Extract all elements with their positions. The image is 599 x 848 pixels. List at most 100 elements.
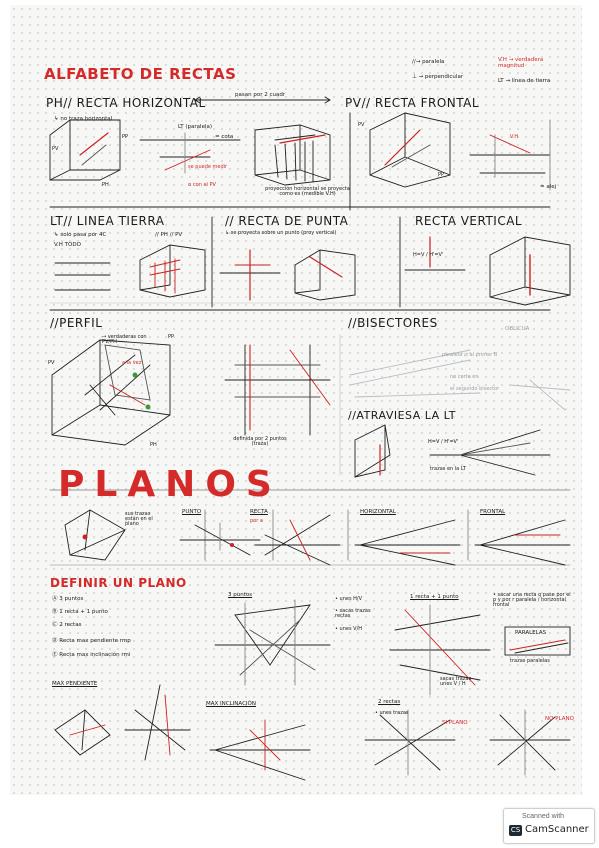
trace-line [214,749,306,781]
heading-text: RECTA HORIZONTAL [76,96,206,110]
bisector-line [349,349,471,376]
bisector-line [354,392,481,398]
heading-text: RECTA FRONTAL [374,96,480,110]
red-line [309,256,343,278]
note-alej: = alej [540,184,557,190]
scanner-brand-text: CamScanner [525,824,589,835]
plane-sketch [54,709,111,756]
trace-line [479,519,566,546]
trace-line [374,719,451,766]
bisector-line [529,379,566,411]
title-definir: DEFINIR UN PLANO [50,576,187,590]
note-proyeccion: proyección horizontal se proyecta como e… [265,186,350,197]
note-ph-pv: // PH // PV [155,232,183,238]
note-oblicua: OBLICUA [505,326,530,332]
label-pv: PV [52,146,59,152]
title-planos: PLANOS [58,464,282,505]
box-vertical [489,236,571,306]
heading-linea-tierra: LT// LINEA TIERRA [50,214,165,228]
red-line [164,694,171,756]
heading-text: RECTA DE PUNTA [238,214,349,228]
definir-item-c: Ⓒ 2 rectas [52,622,82,628]
plane-type-frontal: FRONTAL [480,509,506,515]
definir-item-a: Ⓐ 3 puntos [52,596,84,602]
note-definida: definida por 2 puntos (traza) [233,436,287,447]
camscanner-logo-icon: CS [509,825,522,836]
plane-type-horizontal: HORIZONTAL [360,509,396,515]
trace-line [194,524,251,556]
label-pp: PP [122,134,129,140]
note-lt-paralela: LT (paralela) [178,124,213,130]
legend-paralela: //→ paralela [412,59,445,65]
triangle [234,604,311,666]
red-line [279,134,326,144]
note-si-plano: SI PLANO [442,720,468,726]
line-r-proj [81,144,107,166]
trace-line [359,544,456,566]
note-paralela-b: paralela ⇄ al primer B [442,352,498,358]
note-solo-pasa: ↳ solo pasa por 4C [54,232,107,238]
red-line [109,384,146,406]
heading-recta-punta: // RECTA DE PUNTA [225,214,349,228]
red-line [249,729,281,761]
plane-type-recta: RECTA [250,509,268,515]
paralelas-box [504,626,571,656]
proj-line [459,429,541,456]
proj-line [459,454,536,476]
trace-line [359,519,456,546]
r-prime-red [164,149,211,171]
heading-text: LINEA TIERRA [76,214,165,228]
red-line [289,349,331,406]
note-alfa-pv: α con el PV [188,182,216,188]
box-proyeccion [254,124,331,186]
label-ph: PH [150,442,157,448]
header-tres-puntos: 3 puntos [228,592,253,598]
plane-perfil [104,344,151,401]
trace-line [514,642,569,654]
note-pasan: pasan por 2 cuadr [235,92,286,98]
header-recta-punto: 1 recta + 1 punto [410,594,459,600]
header-max-inclinacion: MAX INCLINACIÓN [206,701,256,707]
perfil-lines [84,354,151,416]
scanner-top-text: Scanned with [522,813,565,820]
note-se-ve-medir: se puede medir [188,164,228,170]
plane-type-punto: PUNTO [182,509,202,515]
line-r-proj [391,144,431,168]
legend-vh: V.H → verdadera magnitud [498,57,544,69]
legend-lt: LT → línea de tierra [498,78,551,84]
title-alfabeto: ALFABETO DE RECTAS [44,65,237,83]
heading-recta-vertical: RECTA VERTICAL [415,214,523,228]
note-trazas-lt: trazas en la LT [430,466,466,472]
arrow-connector [194,96,331,104]
label-hv: H=V / H'=V' [428,439,459,445]
heading-perfil: //PERFIL [50,316,103,330]
red-line [404,609,476,686]
note-no-plano: NO PLANO [545,716,574,722]
red-hatch [149,258,181,294]
heading-text: BISECTORES [357,316,438,330]
note-sacas: • sacas trazas rectas [335,608,371,619]
heading-bisectores: //BISECTORES [348,316,438,330]
note-unes-trazas: • unes trazas [375,710,409,716]
note-trazas-paralelas: trazas paralelas [510,658,550,664]
note-sacar: • sacar una recta q pase por el p y por … [493,592,571,608]
note-a-la-vez: a la vez [122,360,142,366]
green-dot [145,404,151,410]
trace-line [479,544,566,566]
box-lt [139,244,206,298]
note-recta-sub: por a [250,518,263,524]
heading-recta-horizontal: PH// RECTA HORIZONTAL [46,96,206,110]
green-dot [132,372,138,378]
red-dot [82,534,88,540]
note-no-traza: ↳ no traza horizontal [54,116,113,122]
note-cota: = cota [215,134,234,140]
label-pp: PP [438,172,445,178]
notebook-page: ALFABETO DE RECTAS PH// RECTA HORIZONTAL… [10,5,582,795]
trace-line [134,709,186,751]
trace-line [264,534,331,566]
heading-recta-frontal: PV// RECTA FRONTAL [345,96,480,110]
note-no-corte: no corte en [450,374,479,380]
r-prime-red [489,134,531,154]
trace-line [239,619,316,676]
trace-line [399,664,481,681]
